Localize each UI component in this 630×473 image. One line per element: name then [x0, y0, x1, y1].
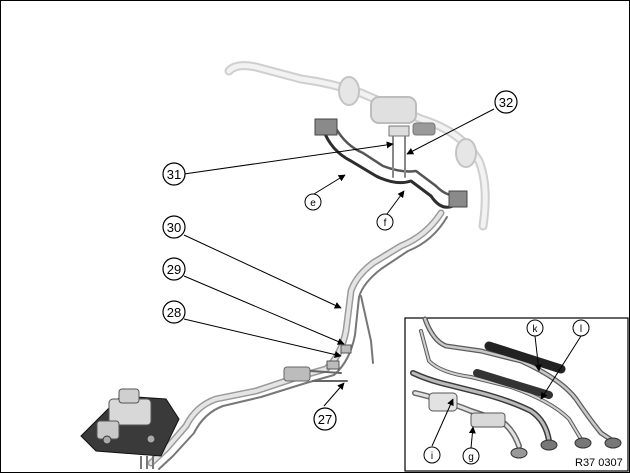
svg-text:31: 31 [167, 167, 181, 182]
callout-32: 32 [494, 90, 518, 114]
callout-i: i [423, 446, 441, 464]
callout-30: 30 [162, 215, 186, 239]
upper-actuator-lines [314, 118, 468, 209]
callout-31: 31 [162, 162, 186, 186]
svg-text:27: 27 [318, 412, 332, 427]
reference-number: R37 0307 [575, 457, 623, 469]
callout-f: f [376, 213, 394, 231]
callouts: 32 31 e f 30 29 28 27 [162, 90, 590, 465]
callout-g: g [462, 447, 480, 465]
svg-text:k: k [533, 324, 539, 335]
svg-text:l: l [580, 324, 582, 335]
callout-27: 27 [313, 407, 337, 431]
main-line-bundle [147, 209, 448, 470]
leader-lines [183, 108, 582, 449]
callout-l: l [572, 319, 590, 337]
detail-inset: R37 0307 [404, 316, 629, 472]
svg-text:28: 28 [167, 305, 181, 320]
svg-text:g: g [468, 452, 474, 463]
svg-text:e: e [310, 198, 316, 209]
valve-block [80, 388, 180, 469]
stabilizer-bar-ghost [224, 61, 490, 231]
svg-text:f: f [384, 218, 387, 229]
callout-e: e [304, 193, 322, 211]
svg-text:29: 29 [167, 262, 181, 277]
svg-text:32: 32 [499, 95, 513, 110]
svg-text:30: 30 [167, 220, 181, 235]
callout-k: k [526, 319, 544, 337]
callout-28: 28 [162, 300, 186, 324]
callout-29: 29 [162, 257, 186, 281]
svg-text:i: i [431, 451, 433, 462]
